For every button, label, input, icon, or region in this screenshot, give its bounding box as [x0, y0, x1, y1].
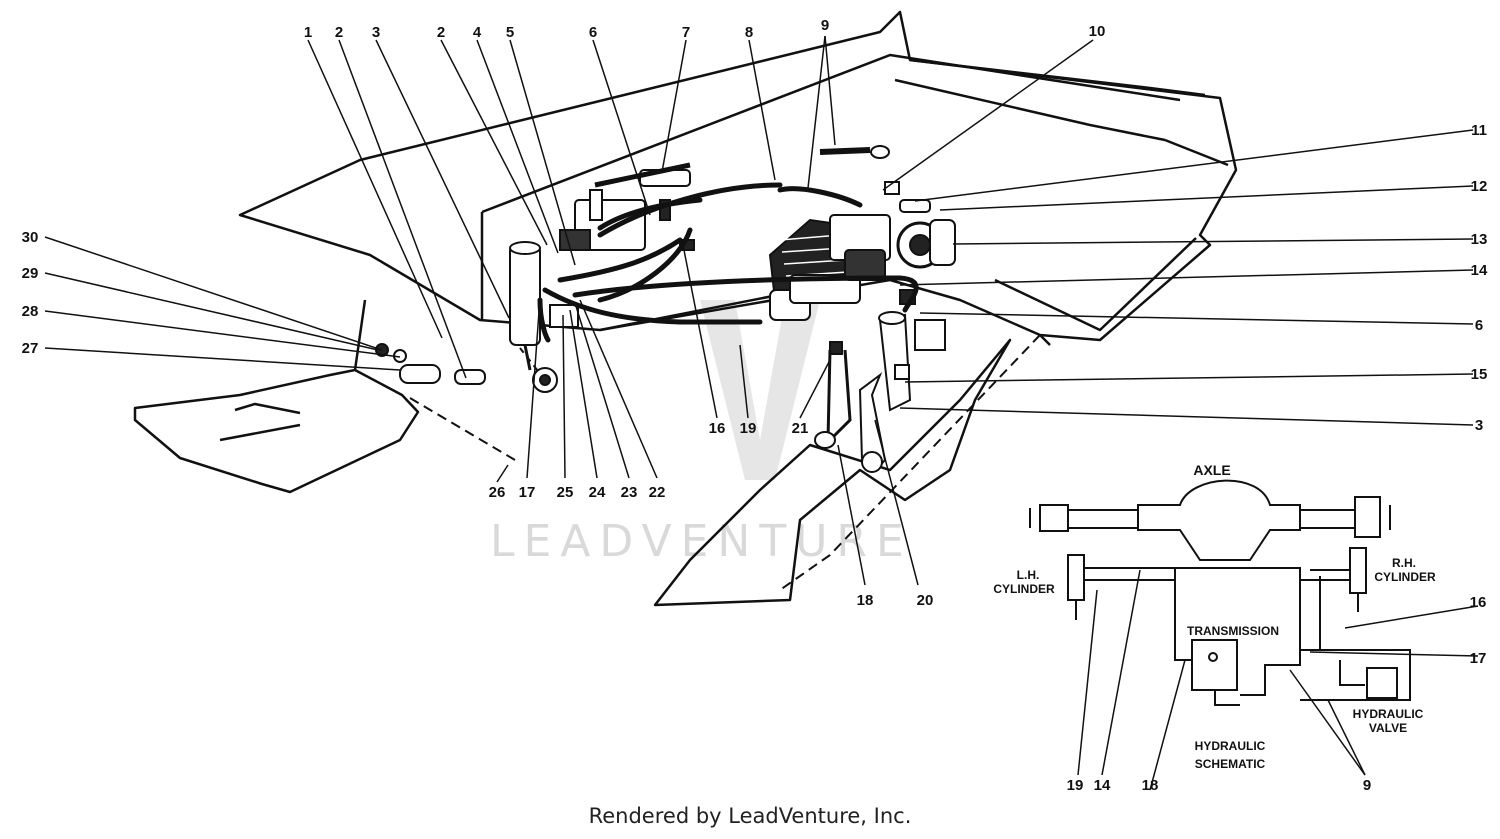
hydraulic-valve-label-line2: VALVE [1369, 721, 1407, 735]
callout-number: 18 [857, 592, 874, 609]
callout-number: 13 [1471, 231, 1488, 248]
schematic-callout: 17 [1470, 650, 1487, 667]
schematic-callout: 16 [1470, 594, 1487, 611]
lh-cylinder-symbol [1067, 554, 1085, 601]
callout-number: 28 [22, 303, 39, 320]
callout-number: 3 [372, 24, 380, 41]
schematic-callout: 14 [1094, 777, 1111, 794]
callout-number: 6 [1475, 317, 1483, 334]
callout-number: 2 [437, 24, 445, 41]
callout-number: 8 [745, 24, 753, 41]
callout-number: 26 [489, 484, 506, 501]
callout-number: 19 [740, 420, 757, 437]
leadventure-watermark: LEADVENTURE [490, 300, 913, 567]
rh-cylinder-symbol [1349, 547, 1367, 594]
callout-number: 2 [335, 24, 343, 41]
callout-number: 17 [519, 484, 536, 501]
callout-number: 22 [649, 484, 666, 501]
callout-number: 5 [506, 24, 514, 41]
callout-number: 14 [1471, 262, 1488, 279]
callout-number: 16 [709, 420, 726, 437]
callout-leaders [44, 35, 1474, 586]
watermark-text: LEADVENTURE [490, 516, 913, 567]
schematic-callout: 9 [1363, 777, 1371, 794]
callout-number: 12 [1471, 178, 1488, 195]
hydraulic-valve-label-line1: HYDRAULIC [1353, 707, 1424, 721]
callout-number: 27 [22, 340, 39, 357]
callout-number: 30 [22, 229, 39, 246]
callout-number: 21 [792, 420, 809, 437]
callout-number: 7 [682, 24, 690, 41]
schematic-callout: 19 [1067, 777, 1084, 794]
rh-cylinder-label-line1: R.H. [1392, 556, 1416, 570]
hydraulic-schematic [1029, 479, 1479, 791]
callout-number: 15 [1471, 366, 1488, 383]
callout-number: 10 [1089, 23, 1106, 40]
watermark-logo-icon [700, 300, 820, 480]
credit-line: Rendered by LeadVenture, Inc. [588, 804, 912, 828]
callout-number: 24 [589, 484, 606, 501]
callout-number: 29 [22, 265, 39, 282]
lh-cylinder-label-line1: L.H. [1017, 568, 1040, 582]
schematic-labels: AXLE L.H. CYLINDER R.H. CYLINDER TRANSMI… [993, 462, 1486, 794]
callout-number: 4 [473, 24, 482, 41]
hose-lines [537, 182, 919, 343]
rh-cylinder-label-line2: CYLINDER [1374, 570, 1436, 584]
schematic-callout: 18 [1142, 777, 1159, 794]
callout-number: 9 [821, 17, 829, 34]
callout-numbers: 1 2 3 2 4 5 6 7 8 9 10 11 12 13 14 6 15 … [22, 17, 1488, 609]
schematic-title-line2: SCHEMATIC [1195, 757, 1266, 771]
callout-number: 23 [621, 484, 638, 501]
lh-cylinder-label-line2: CYLINDER [993, 582, 1055, 596]
callout-number: 1 [304, 24, 312, 41]
callout-number: 6 [589, 24, 597, 41]
callout-number: 3 [1475, 417, 1483, 434]
transmission-symbol [1191, 639, 1238, 691]
callout-number: 20 [917, 592, 934, 609]
axle-drawing [1029, 479, 1391, 561]
callout-number: 11 [1471, 122, 1487, 139]
callout-number: 25 [557, 484, 574, 501]
transmission-label: TRANSMISSION [1187, 624, 1279, 638]
axle-label: AXLE [1193, 462, 1230, 478]
schematic-title-line1: HYDRAULIC [1195, 739, 1266, 753]
hydraulic-valve-symbol [1366, 667, 1398, 699]
